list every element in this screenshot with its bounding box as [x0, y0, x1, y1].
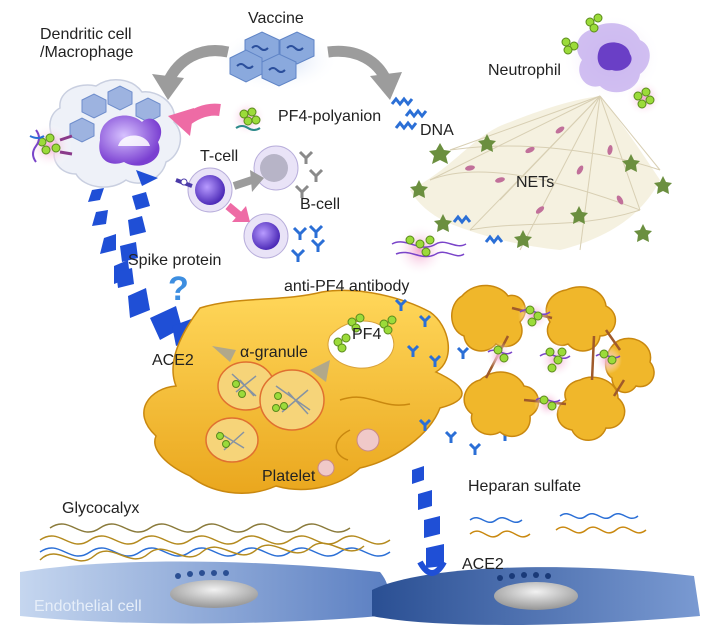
granule-release-gray-arrow	[310, 360, 330, 382]
ace2-right-receptor	[417, 560, 447, 576]
dna-label: DNA	[420, 122, 454, 139]
endothelial-cell-label: Endothelial cell	[34, 598, 142, 615]
spike-protein-label: Spike protein	[128, 252, 222, 269]
pf4-polyanion-complex	[230, 100, 266, 136]
glycocalyx-label: Glycocalyx	[62, 500, 140, 517]
ace2-left-label: ACE2	[152, 352, 194, 369]
ace2-right-label: ACE2	[462, 556, 504, 573]
t-cell	[175, 167, 233, 213]
unknown-mechanism-question-mark: ?	[168, 270, 189, 308]
platelet-aggregate	[391, 224, 655, 441]
b-cell-label: B-cell	[300, 196, 341, 213]
nets-label: NETs	[516, 174, 555, 191]
vaccine-to-dna-arrowhead	[370, 72, 402, 100]
heparan-sulfate-label: Heparan sulfate	[468, 478, 581, 495]
anti-pf4-antibodies	[394, 298, 512, 455]
glycocalyx-fibers	[39, 523, 391, 562]
vaccine-label: Vaccine	[248, 10, 304, 27]
platelet	[143, 289, 463, 494]
platelet-label: Platelet	[262, 468, 316, 485]
endothelial-cell-left	[20, 561, 389, 624]
vaccine-to-dc-arrow	[162, 45, 230, 85]
alpha-granule-gray-arrow	[212, 346, 236, 362]
neutrophil-cell	[561, 13, 662, 116]
tcell-to-bcell-pink-arrow	[225, 202, 243, 220]
pf4-polyanion-label: PF4-polyanion	[278, 108, 382, 125]
b-cell-upper	[253, 145, 299, 191]
endothelial-cell-right	[372, 567, 700, 625]
vaccine-particles	[215, 28, 339, 92]
dc-up-dashed-arrow	[116, 170, 158, 288]
neutrophil-label: Neutrophil	[488, 62, 561, 79]
b-cell-lower	[243, 213, 289, 259]
alpha-granule-2	[259, 369, 325, 431]
anti-pf4-antibody-label: anti-PF4 antibody	[284, 278, 410, 295]
platelet-to-endothelium-dashed-arrow	[412, 466, 444, 568]
dendritic-cell	[49, 79, 182, 188]
dendritic-cell-label: Dendritic cell /Macrophage	[40, 26, 134, 62]
t-cell-label: T-cell	[200, 148, 239, 165]
pf4-polyanion-arrowhead	[168, 108, 194, 136]
pf4-secreted	[333, 313, 397, 353]
antibodies-gray	[294, 150, 324, 198]
tcell-gray-arrowhead	[250, 170, 264, 192]
tcell-to-bcell-gray-arrow	[232, 176, 254, 190]
dc-pf4-complex	[28, 124, 73, 168]
pf4-label: PF4	[352, 326, 382, 343]
antibodies-blue	[290, 224, 326, 262]
tcell-pink-arrowhead	[232, 206, 250, 222]
heparan-sulfate-fibers	[469, 513, 647, 538]
dna-strands	[390, 96, 428, 131]
nets-web	[410, 95, 672, 251]
vaccine-to-dc-arrowhead	[152, 74, 184, 100]
alpha-granule-label: α-granule	[240, 344, 308, 361]
